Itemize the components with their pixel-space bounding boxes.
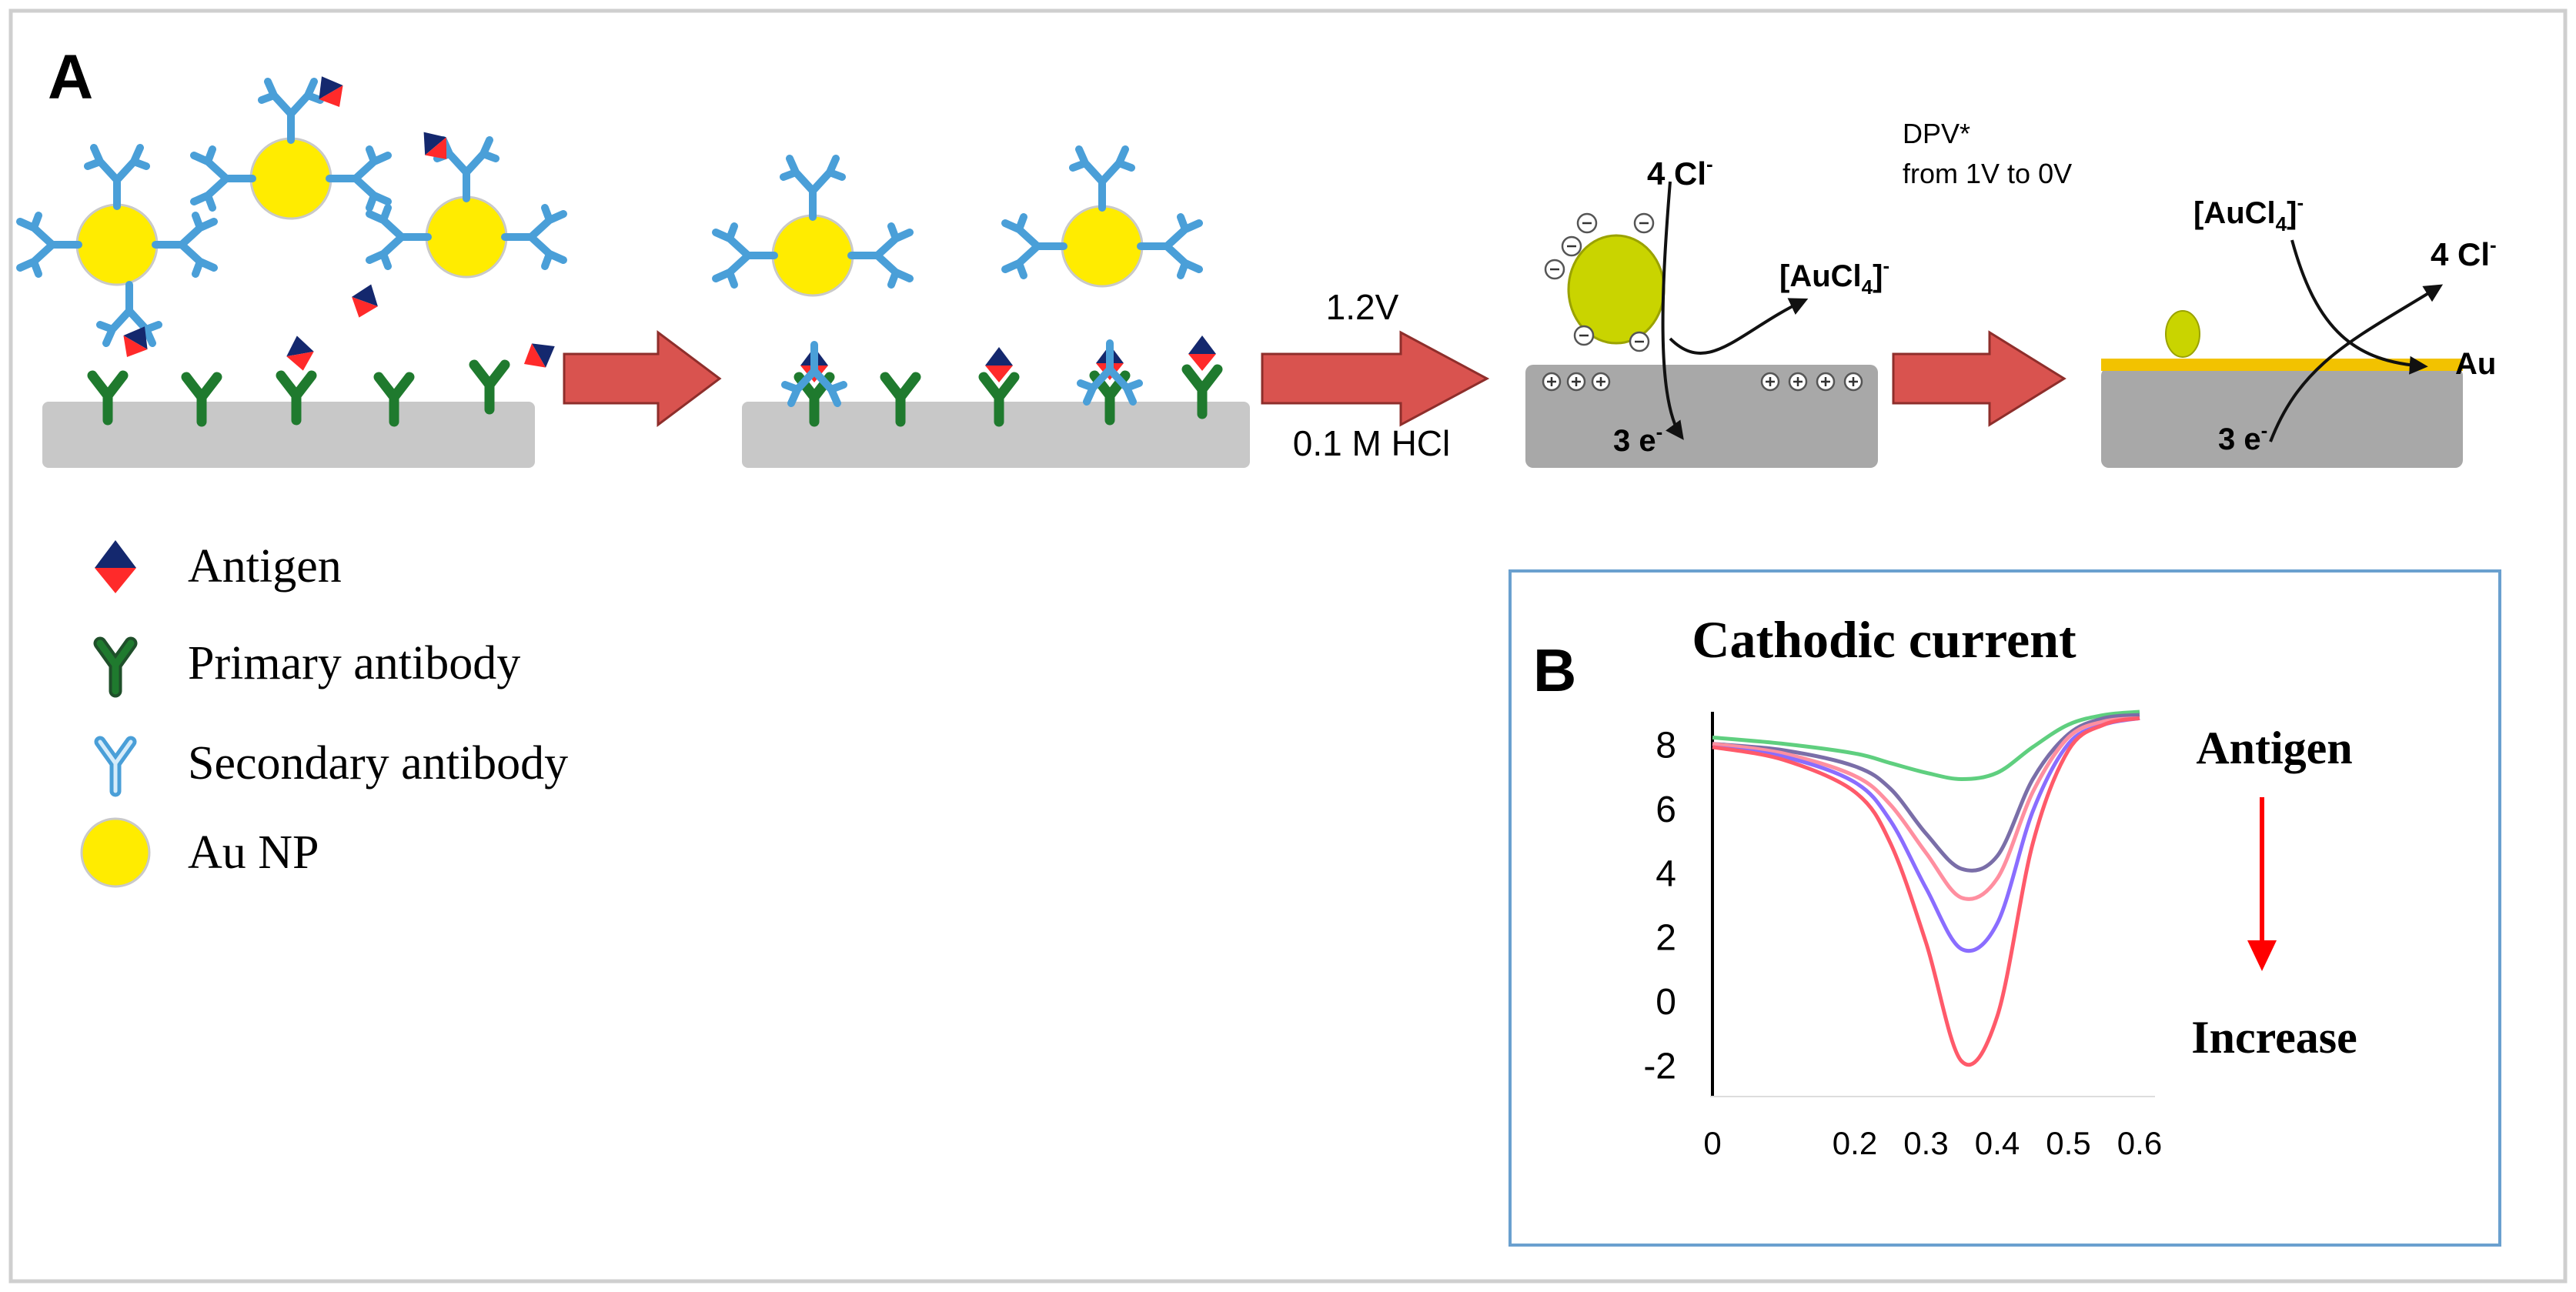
step2-electrode xyxy=(742,402,1250,468)
electrons-label: 3 e- xyxy=(2218,419,2267,456)
au-np-conjugate xyxy=(369,140,563,277)
step1-scene xyxy=(20,69,563,468)
step2-scene xyxy=(716,149,1250,468)
applied-voltage-label: 1.2V xyxy=(1326,287,1399,327)
series-line-4 xyxy=(1712,716,2140,1067)
legend-label-primary-antibody: Primary antibody xyxy=(188,637,520,689)
chloride-label: 4 Cl- xyxy=(1647,152,1713,192)
y-tick-label: -2 xyxy=(1643,1046,1676,1087)
x-tick-label: 0 xyxy=(1703,1125,1721,1161)
antigen xyxy=(283,333,317,373)
annotation-increase: Increase xyxy=(2191,1012,2357,1063)
x-tick-label: 0.5 xyxy=(2046,1125,2090,1161)
antigen-icon xyxy=(95,540,136,593)
series-line-0 xyxy=(1712,709,2140,782)
au-np-conjugate xyxy=(716,159,910,295)
primary-antibody-icon xyxy=(93,636,138,698)
panel-a-letter: A xyxy=(48,42,93,112)
panel-b-letter: B xyxy=(1533,636,1576,704)
legend-label-au-np: Au NP xyxy=(188,826,319,879)
electrons-label: 3 e- xyxy=(1613,420,1662,458)
au-layer-label: Au xyxy=(2455,347,2496,381)
legend: Antigen Primary antibody Secondary antib… xyxy=(80,540,568,888)
aucl4-label: [AuCl4]- xyxy=(2193,191,2304,235)
electrolyte-label: 0.1 M HCl xyxy=(1293,423,1450,463)
au-np-conjugate xyxy=(194,82,388,219)
x-tick-label: 0.3 xyxy=(1903,1125,1948,1161)
chart-title: Cathodic current xyxy=(1692,610,2077,669)
legend-label-secondary-antibody: Secondary antibody xyxy=(188,737,568,790)
antigen xyxy=(346,279,385,322)
annotation-antigen: Antigen xyxy=(2196,723,2352,773)
y-tick-label: 2 xyxy=(1656,918,1676,959)
chart-series xyxy=(1712,709,2140,1067)
increase-arrow xyxy=(2247,797,2277,971)
antigen xyxy=(309,69,352,115)
y-tick-labels: 8 6 4 2 0 -2 xyxy=(1643,726,1676,1087)
dpv-label: DPV* xyxy=(1903,118,1970,149)
gold-layer xyxy=(2101,359,2463,371)
y-tick-label: 0 xyxy=(1656,982,1676,1023)
x-tick-label: 0.2 xyxy=(1833,1125,1877,1161)
aucl4-label: [AuCl4]- xyxy=(1779,254,1889,299)
x-tick-label: 0.6 xyxy=(2117,1125,2162,1161)
y-tick-label: 6 xyxy=(1656,790,1676,830)
y-tick-label: 8 xyxy=(1656,726,1676,766)
step4-scene: [AuCl4]- 4 Cl- Au 3 e- xyxy=(2101,191,2497,468)
series-line-3 xyxy=(1712,716,2140,953)
process-arrow-2 xyxy=(1261,330,1490,427)
au-np-conjugate xyxy=(1005,149,1199,286)
cathodic-current-chart: 8 6 4 2 0 -2 0 0.2 0.3 0.4 0.5 0.6 xyxy=(1643,709,2162,1161)
step3-scene: 4 Cl- [AuCl4]- 3 e- DPV* from 1V to 0V xyxy=(1525,118,2072,468)
antigen xyxy=(516,334,562,376)
process-arrow-3 xyxy=(1892,330,2066,427)
step1-electrode xyxy=(42,402,535,468)
step3-electrode xyxy=(1525,365,1878,468)
secondary-antibody-icon xyxy=(94,736,137,797)
y-tick-label: 4 xyxy=(1656,853,1676,894)
x-tick-label: 0.4 xyxy=(1975,1125,2020,1161)
antigen xyxy=(1188,336,1216,371)
residual-au-np xyxy=(2165,310,2200,358)
series-line-1 xyxy=(1712,713,2140,873)
au-np-conjugate xyxy=(20,148,214,285)
x-tick-labels: 0 0.2 0.3 0.4 0.5 0.6 xyxy=(1703,1125,2162,1161)
au-nanoparticle-icon xyxy=(80,817,151,888)
dpv-range-label: from 1V to 0V xyxy=(1903,158,2072,189)
chloride-label: 4 Cl- xyxy=(2431,233,2497,272)
process-arrow-1 xyxy=(563,330,722,427)
series-line-2 xyxy=(1712,716,2140,901)
outer-frame xyxy=(8,8,2568,1284)
legend-label-antigen: Antigen xyxy=(188,540,342,593)
